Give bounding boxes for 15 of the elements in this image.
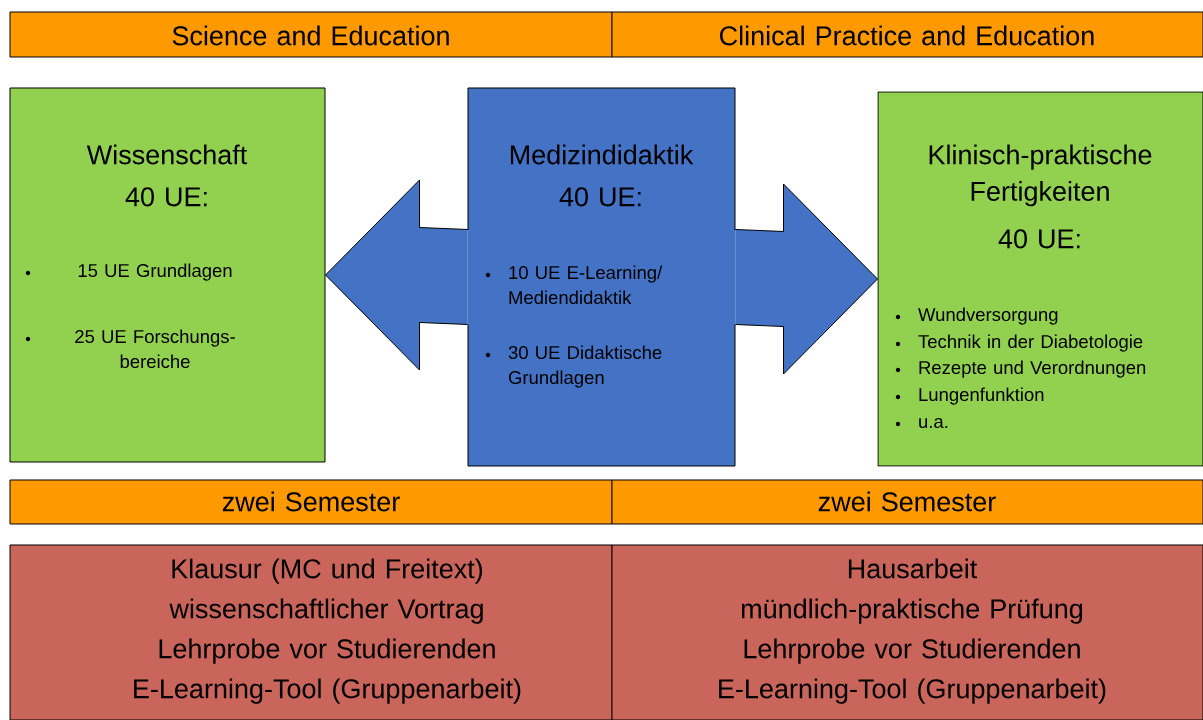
node-label: Lehrprobe vor Studierenden: [159, 638, 495, 664]
arrow: [734, 183, 878, 375]
module-box: Wissenschaft 40 UE: 15 UE Grundlagen 25 UE Forschungs- bereiche: [9, 87, 326, 463]
band: Science and Education: [9, 11, 613, 58]
band: Clinical Practice and Education: [611, 11, 1203, 58]
node-label: wissenschaftlicher Vortrag: [169, 598, 483, 624]
exam-box: Hausarbeit mündlich-praktische Prüfung Lehrprobe vor Studierenden E-Learning-Tool (Gruppenarbeit): [611, 544, 1203, 720]
node-label: Klausur (MC und Freitext): [172, 558, 483, 584]
module-box: Klinisch-praktische Fertigkeiten 40 UE: Wundversorgung Technik in der Diabetologie Rezepte und Verordnungen Lungenfunktion u.a.: [877, 91, 1203, 467]
module-box: Medizindidaktik 40 UE: 10 UE E-Learning/ Mediendidaktik 30 UE Didaktische Grundlagen: [467, 87, 736, 467]
band: zwei Semester: [9, 479, 613, 525]
node-label: E-Learning-Tool (Gruppenarbeit): [134, 678, 521, 704]
band: zwei Semester: [611, 479, 1203, 525]
exam-box: Klausur (MC und Freitext) wissenschaftlicher Vortrag Lehrprobe vor Studierenden E-Learning-Tool (Gruppenarbeit): [9, 544, 613, 720]
arrow: [325, 179, 469, 371]
